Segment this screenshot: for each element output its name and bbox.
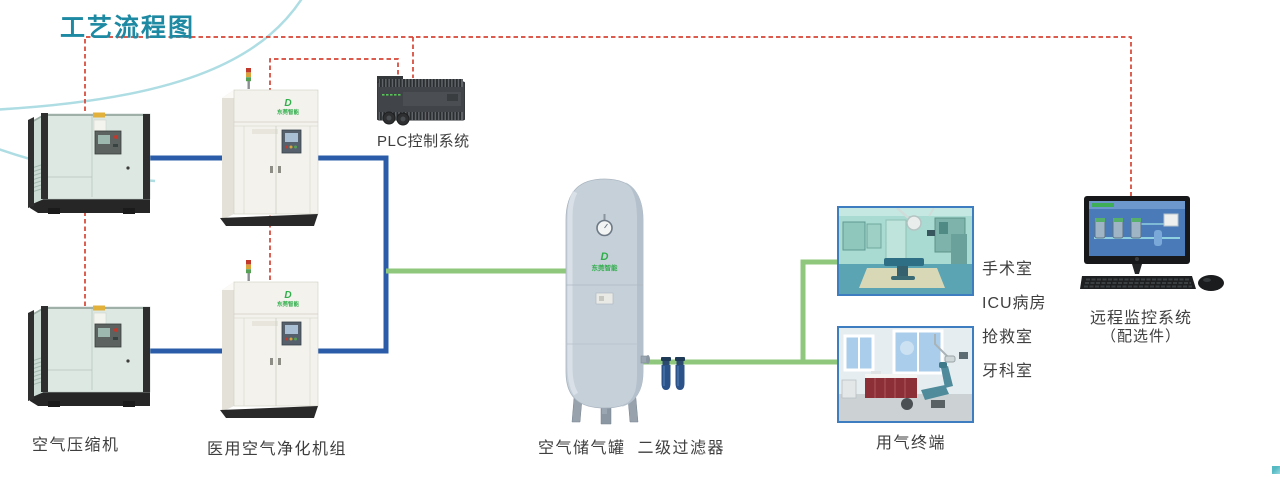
signal-lamp-icon [246, 68, 251, 89]
compressor-label: 空气压缩机 [32, 437, 120, 454]
tank-label: 空气储气罐 [538, 440, 626, 457]
svg-text:D: D [284, 290, 291, 301]
room-label-dental: 牙科室 [982, 363, 1034, 380]
remote-monitoring-pc [1080, 196, 1230, 292]
room-label-surgery: 手术室 [982, 261, 1034, 278]
room-label-emergency: 抢救室 [982, 329, 1034, 346]
dental-chair-icon [901, 362, 953, 410]
svg-text:东莞智能: 东莞智能 [277, 300, 300, 308]
keyboard-icon [1080, 276, 1196, 289]
filter-1 [660, 357, 672, 392]
room-label-list: 手术室 ICU病房 抢救室 牙科室 [982, 260, 1047, 381]
compressor-control-panel [94, 130, 122, 155]
signal-lamp-icon [246, 260, 251, 281]
plc-module [377, 72, 465, 128]
air-compressor-1 [28, 106, 153, 216]
gas-pipe-branch-up [800, 259, 839, 362]
photo-operating-room [837, 206, 974, 296]
signal-line-main [84, 36, 1132, 306]
signal-line-purifier-riser [269, 58, 399, 280]
scada-units-icon [1094, 218, 1142, 239]
brand-logo: D 东莞智能 [277, 98, 300, 116]
terminal-label: 用气终端 [876, 435, 947, 452]
purifier-control-panel [281, 321, 302, 346]
plc-label: PLC控制系统 [377, 133, 470, 150]
pressure-gauge-icon [596, 214, 613, 237]
brand-logo: D 东莞智能 [592, 251, 619, 272]
decor-arc-large [0, 0, 303, 111]
filter-label: 二级过滤器 [637, 440, 726, 457]
room-label-icu: ICU病房 [982, 295, 1047, 312]
operating-table-icon [884, 258, 924, 280]
monitor-note-label: （配选件） [1100, 328, 1181, 345]
corner-mark [1272, 466, 1280, 474]
air-compressor-2 [28, 299, 153, 409]
svg-text:东莞智能: 东莞智能 [277, 108, 300, 116]
svg-text:D: D [601, 251, 609, 263]
svg-text:东莞智能: 东莞智能 [592, 263, 619, 272]
purifier-control-panel [281, 129, 302, 154]
filter-2 [674, 357, 686, 392]
tank-outlet-icon [640, 355, 650, 364]
tank-filter-label: 空气储气罐 二级过滤器 [538, 434, 725, 458]
compressor-control-panel [94, 323, 122, 348]
plc-status-leds [382, 94, 401, 96]
monitor-icon [1084, 196, 1190, 274]
air-storage-tank: D 东莞智能 [563, 176, 651, 426]
page-title: 工艺流程图 [60, 14, 196, 42]
monitor-label: 远程监控系统 [1089, 310, 1192, 327]
svg-text:D: D [284, 98, 291, 109]
air-purifier-2: D 东莞智能 [214, 258, 326, 420]
brand-logo: D 东莞智能 [277, 290, 300, 308]
photo-dental-room [837, 326, 974, 423]
mouse-icon [1198, 275, 1224, 291]
air-purifier-1: D 东莞智能 [214, 66, 326, 228]
purifier-label: 医用空气净化机组 [207, 441, 348, 458]
